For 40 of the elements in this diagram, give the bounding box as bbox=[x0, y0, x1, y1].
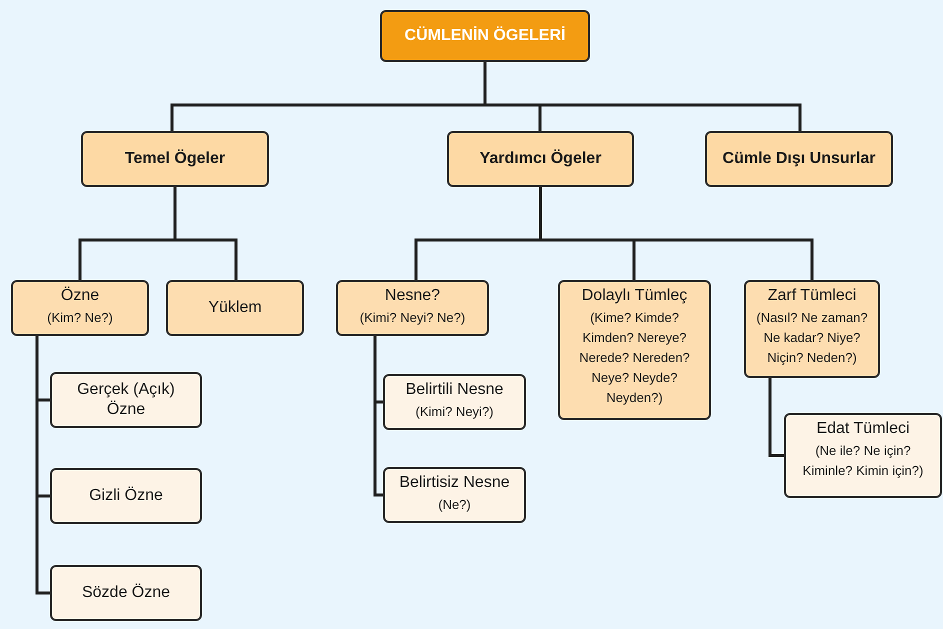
category-box bbox=[336, 280, 489, 336]
question-list: (Ne ile? Ne için? Kiminle? Kimin için?) bbox=[790, 441, 936, 481]
node-title: Nesne? bbox=[384, 286, 440, 306]
node-title: Sözde Özne bbox=[82, 583, 170, 603]
node-title: Edat Tümleci bbox=[816, 419, 910, 439]
question-list: (Kimi? Neyi?) bbox=[415, 402, 494, 422]
category-box bbox=[50, 565, 202, 621]
node-title: CÜMLENİN ÖGELERİ bbox=[404, 26, 566, 46]
category-box bbox=[558, 280, 711, 420]
connector-line bbox=[539, 187, 814, 280]
category-box bbox=[81, 131, 269, 187]
node-title: Gerçek (Açık) Özne bbox=[76, 380, 176, 420]
node-title: Belirtisiz Nesne bbox=[399, 473, 510, 493]
question-list: (Kim? Ne?) bbox=[47, 308, 113, 328]
category-box bbox=[383, 467, 526, 523]
connector-line bbox=[768, 378, 784, 457]
category-box bbox=[11, 280, 149, 336]
question-list: (Nasıl? Ne zaman? Ne kadar? Niye? Niçin? Neden?) bbox=[750, 308, 874, 368]
node-title: Zarf Tümleci bbox=[768, 286, 856, 306]
category-box bbox=[705, 131, 893, 187]
category-box bbox=[447, 131, 634, 187]
node-title: Yardımcı Ögeler bbox=[480, 149, 602, 169]
node-title: Dolaylı Tümleç bbox=[582, 286, 688, 306]
category-box bbox=[166, 280, 304, 336]
node-title: Temel Ögeler bbox=[124, 149, 226, 169]
category-box bbox=[50, 468, 202, 524]
category-box bbox=[784, 413, 942, 498]
node-title: Özne bbox=[60, 286, 100, 306]
node-title: Cümle Dışı Unsurlar bbox=[722, 149, 876, 169]
category-box bbox=[380, 10, 590, 62]
category-box bbox=[383, 374, 526, 430]
question-list: (Ne?) bbox=[438, 495, 471, 515]
connector-line bbox=[174, 187, 238, 280]
node-title: Yüklem bbox=[208, 298, 262, 318]
node-title: Belirtili Nesne bbox=[406, 380, 504, 400]
question-list: (Kime? Kimde? Kimden? Nereye? Nerede? Nereden? Neye? Neyde? Neyden?) bbox=[564, 308, 705, 408]
category-box bbox=[744, 280, 880, 378]
node-title: Gizli Özne bbox=[89, 486, 163, 506]
question-list: (Kimi? Neyi? Ne?) bbox=[360, 308, 466, 328]
category-box bbox=[50, 372, 202, 428]
